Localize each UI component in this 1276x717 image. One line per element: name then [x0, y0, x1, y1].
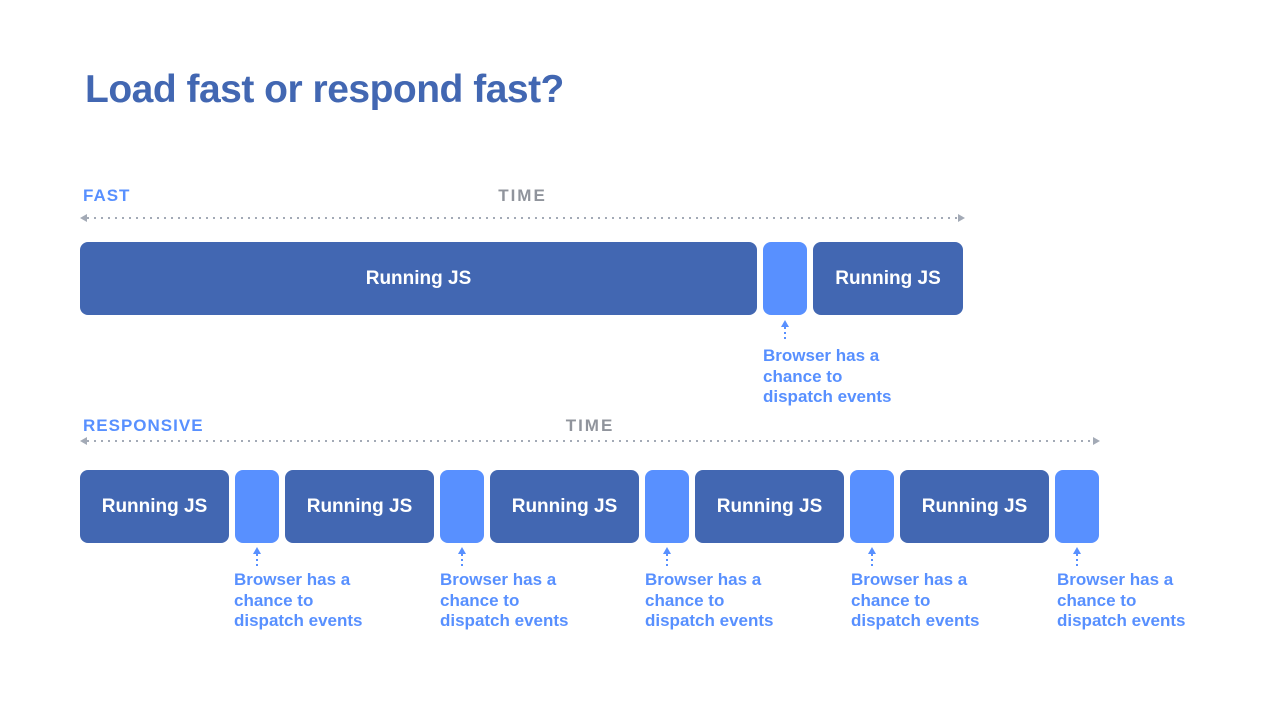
callout-line: chance to [851, 590, 931, 610]
running-js-label: Running JS [921, 495, 1028, 517]
running-js-bar: Running JS [285, 470, 434, 543]
responsive-bars-row: Running JS Running JS Running JS Running… [80, 470, 1099, 543]
running-js-label: Running JS [101, 495, 208, 517]
up-arrow-icon [1073, 547, 1081, 569]
callout-line: Browser has a [1057, 570, 1174, 589]
axis-arrow-right-icon [1093, 437, 1100, 445]
event-gap-bar [763, 242, 807, 315]
callout-text: Browser has a chance to dispatch events [763, 346, 928, 408]
running-js-bar: Running JS [80, 470, 229, 543]
up-arrow-icon [868, 547, 876, 569]
axis-arrow-left-icon [80, 214, 87, 222]
time-axis-fast [80, 214, 965, 222]
running-js-label: Running JS [716, 495, 823, 517]
callout-text: Browser has a chance to dispatch events [440, 570, 605, 632]
callout-line: Browser has a [440, 570, 557, 589]
event-gap-bar [850, 470, 894, 543]
callout-line: dispatch events [851, 611, 980, 630]
callout-text: Browser has a chance to dispatch events [1057, 570, 1222, 632]
callout-line: dispatch events [1057, 611, 1186, 630]
callout-text: Browser has a chance to dispatch events [851, 570, 1016, 632]
callout-line: dispatch events [440, 611, 569, 630]
up-arrow-icon [253, 547, 261, 569]
page-title: Load fast or respond fast? [85, 68, 564, 111]
running-js-bar: Running JS [490, 470, 639, 543]
callout-line: chance to [234, 590, 314, 610]
timeline-responsive-label: RESPONSIVE [83, 416, 204, 435]
callout-line: chance to [645, 590, 725, 610]
up-arrow-icon [663, 547, 671, 569]
event-gap-bar [235, 470, 279, 543]
time-axis-label-fast: TIME [498, 186, 547, 205]
running-js-label: Running JS [835, 267, 941, 289]
callout-line: Browser has a [234, 570, 351, 589]
callout-line: Browser has a [645, 570, 762, 589]
running-js-bar: Running JS [695, 470, 844, 543]
up-arrow-icon [781, 320, 789, 342]
time-axis-responsive [80, 437, 1100, 445]
running-js-label: Running JS [511, 495, 618, 517]
callout-text: Browser has a chance to dispatch events [645, 570, 810, 632]
callout-line: dispatch events [234, 611, 363, 630]
timeline-fast-label: FAST [83, 186, 131, 205]
axis-arrow-left-icon [80, 437, 87, 445]
dotted-time-line [87, 217, 958, 219]
callout-text: Browser has a chance to dispatch events [234, 570, 399, 632]
callout-line: chance to [440, 590, 520, 610]
running-js-label: Running JS [365, 267, 472, 289]
callout-line: dispatch events [763, 387, 892, 406]
running-js-bar: Running JS [80, 242, 757, 315]
up-arrow-icon [458, 547, 466, 569]
event-gap-bar [1055, 470, 1099, 543]
dotted-time-line [87, 440, 1093, 442]
callout-line: dispatch events [645, 611, 774, 630]
event-gap-bar [440, 470, 484, 543]
fast-bars-row: Running JS Running JS [80, 242, 963, 315]
callout-line: Browser has a [851, 570, 968, 589]
axis-arrow-right-icon [958, 214, 965, 222]
running-js-bar: Running JS [900, 470, 1049, 543]
time-axis-label-responsive: TIME [565, 416, 615, 435]
running-js-label: Running JS [306, 495, 413, 517]
callout-line: chance to [763, 366, 843, 386]
event-gap-bar [645, 470, 689, 543]
running-js-bar: Running JS [813, 242, 963, 315]
callout-line: chance to [1057, 590, 1137, 610]
callout-line: Browser has a [763, 346, 880, 365]
